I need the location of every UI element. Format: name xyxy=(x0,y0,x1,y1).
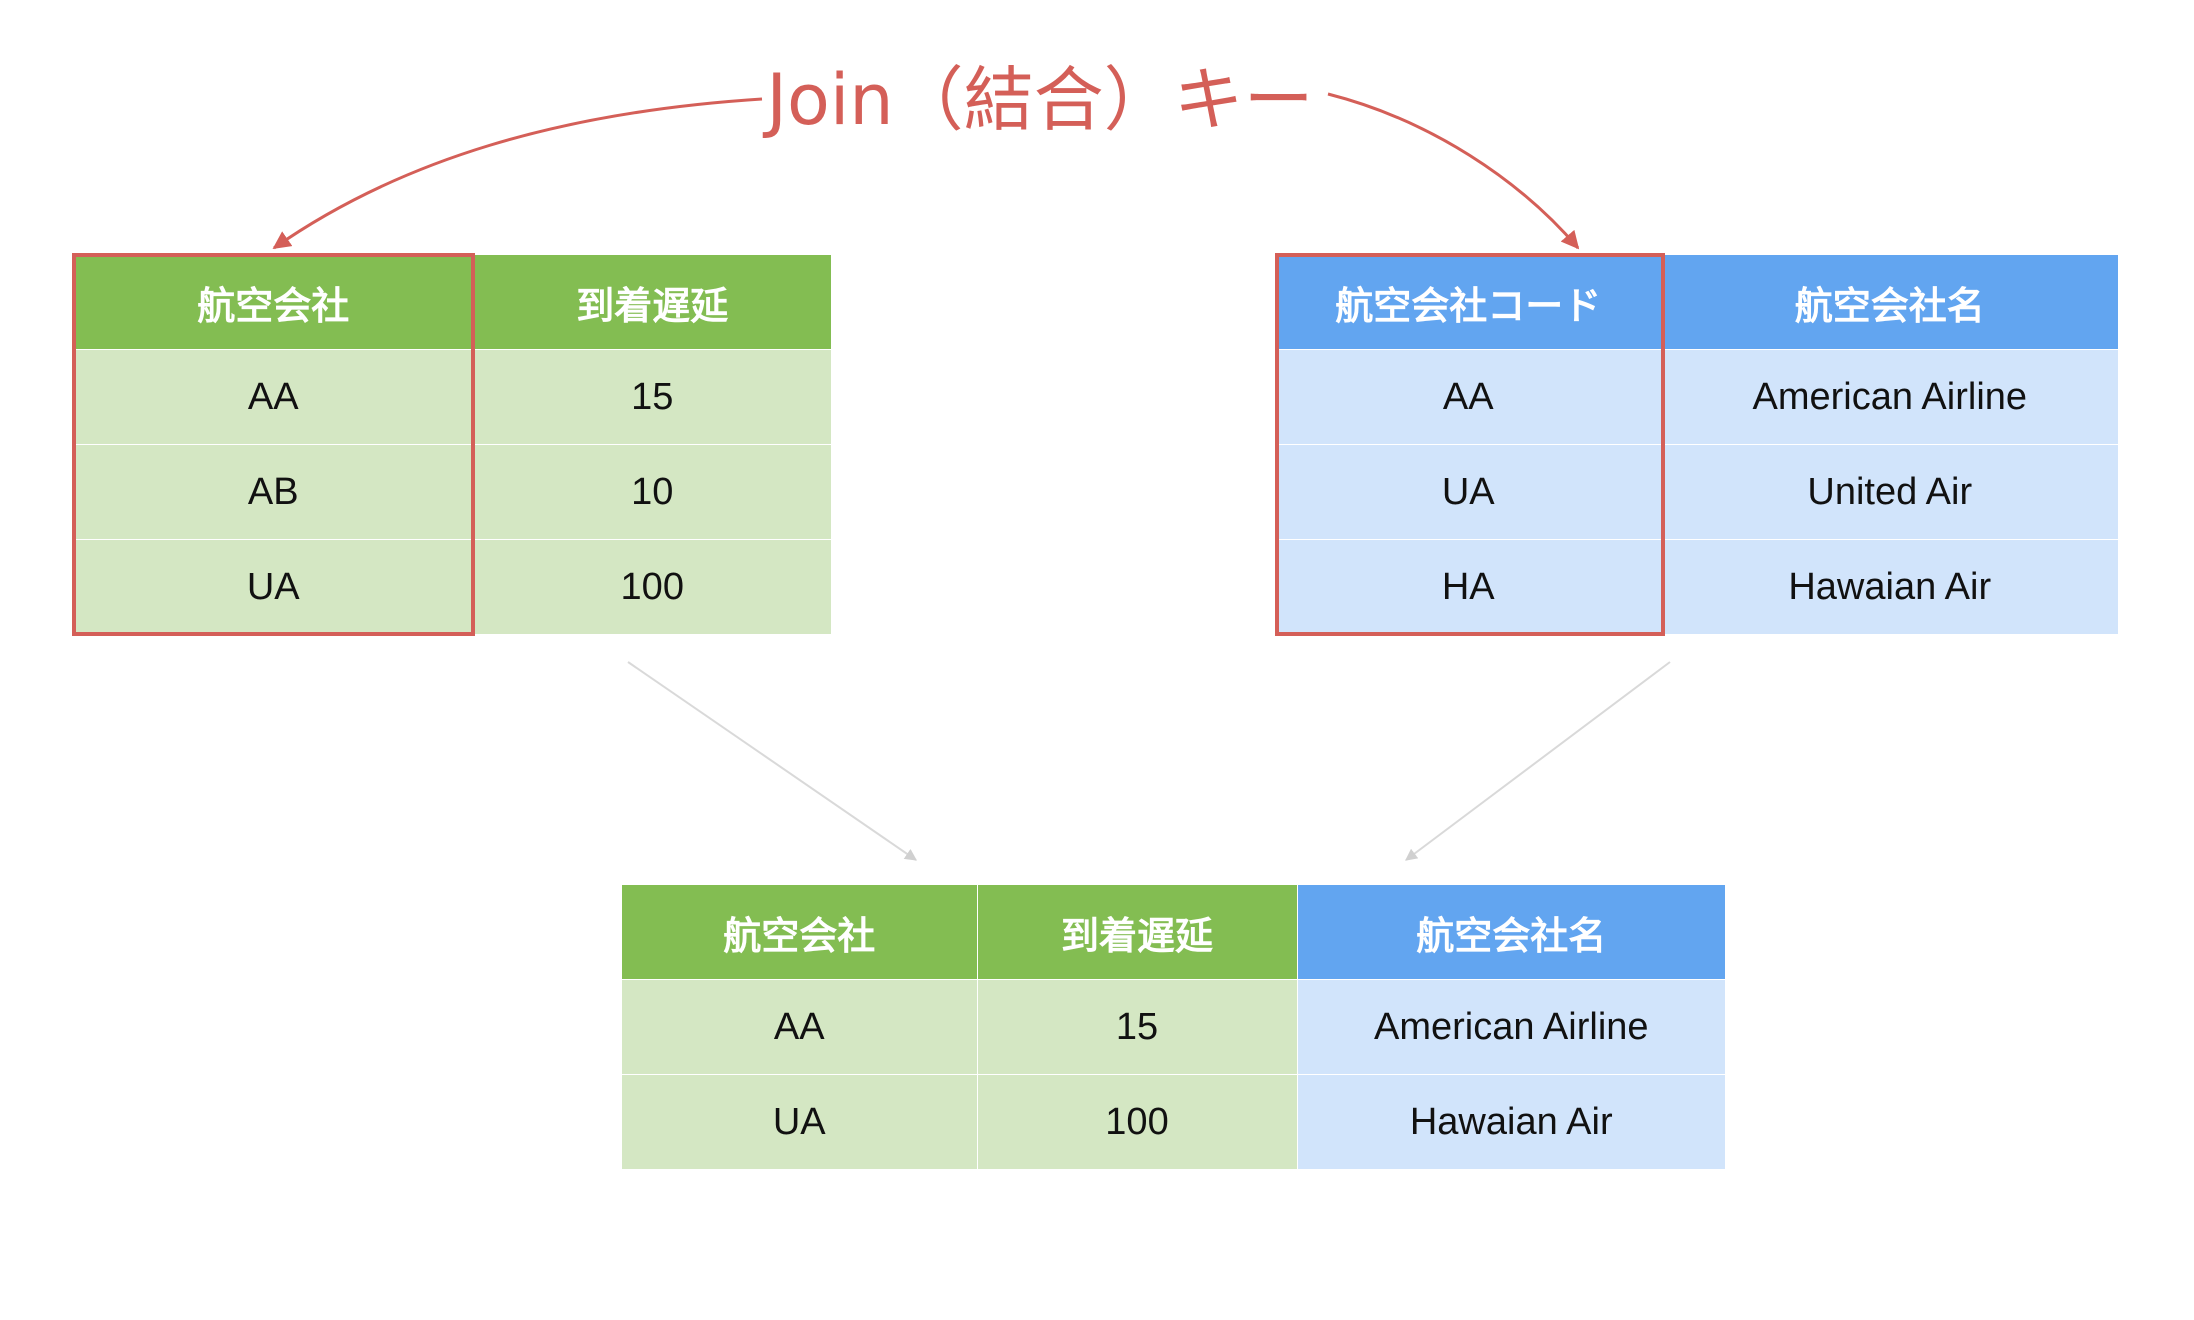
table-row: AA American Airline xyxy=(1276,349,2118,445)
table-row: HA Hawaian Air xyxy=(1276,539,2118,634)
join-key-title: Join（結合）キー xyxy=(766,59,1314,141)
table-header-row: 航空会社コード 航空会社名 xyxy=(1276,255,2118,350)
table-header-row: 航空会社 到着遅延 航空会社名 xyxy=(622,885,1725,980)
column-header-airline-code: 航空会社コード xyxy=(1276,255,1661,350)
table-cell: UA xyxy=(622,1074,977,1169)
table-row: AA 15 xyxy=(74,349,831,445)
table-cell: 15 xyxy=(472,349,831,445)
table-cell: American Airline xyxy=(1660,349,2118,445)
table-cell: AA xyxy=(74,349,473,445)
table-cell: American Airline xyxy=(1296,979,1725,1075)
table-row: UA United Air xyxy=(1276,444,2118,540)
table-cell: UA xyxy=(74,539,473,634)
table-row: UA 100 Hawaian Air xyxy=(622,1074,1725,1169)
table-cell: 10 xyxy=(472,444,831,540)
table-cell: Hawaian Air xyxy=(1296,1074,1725,1169)
joined-result-table: 航空会社 到着遅延 航空会社名 AA 15 American Airline U… xyxy=(622,885,1725,1169)
table-cell: AA xyxy=(1276,349,1661,445)
table-cell: AB xyxy=(74,444,473,540)
table-cell: Hawaian Air xyxy=(1660,539,2118,634)
table-cell: 15 xyxy=(976,979,1297,1075)
table-cell: 100 xyxy=(472,539,831,634)
table-cell: HA xyxy=(1276,539,1661,634)
column-header-airline-name: 航空会社名 xyxy=(1660,255,2118,350)
table-cell: United Air xyxy=(1660,444,2118,540)
table-cell: UA xyxy=(1276,444,1661,540)
column-header-arrival-delay: 到着遅延 xyxy=(976,885,1297,980)
join-key-highlight-right xyxy=(1275,253,1665,636)
join-key-highlight-left xyxy=(72,253,475,636)
merge-arrow-right xyxy=(1405,661,1671,861)
column-header-airline: 航空会社 xyxy=(74,255,473,350)
table-cell: AA xyxy=(622,979,977,1075)
join-key-arrow-right xyxy=(1327,92,1580,250)
column-header-airline: 航空会社 xyxy=(622,885,977,980)
column-header-arrival-delay: 到着遅延 xyxy=(472,255,831,350)
table-row: AB 10 xyxy=(74,444,831,540)
join-key-arrow-left xyxy=(272,97,763,250)
table-row: UA 100 xyxy=(74,539,831,634)
merge-arrow-left xyxy=(627,661,917,861)
table-row: AA 15 American Airline xyxy=(622,979,1725,1075)
table-cell: 100 xyxy=(976,1074,1297,1169)
table-header-row: 航空会社 到着遅延 xyxy=(74,255,831,350)
flight-delay-table: 航空会社 到着遅延 AA 15 AB 10 UA 100 xyxy=(74,255,831,634)
column-header-airline-name: 航空会社名 xyxy=(1296,885,1725,980)
airline-name-table: 航空会社コード 航空会社名 AA American Airline UA Uni… xyxy=(1276,255,2118,634)
